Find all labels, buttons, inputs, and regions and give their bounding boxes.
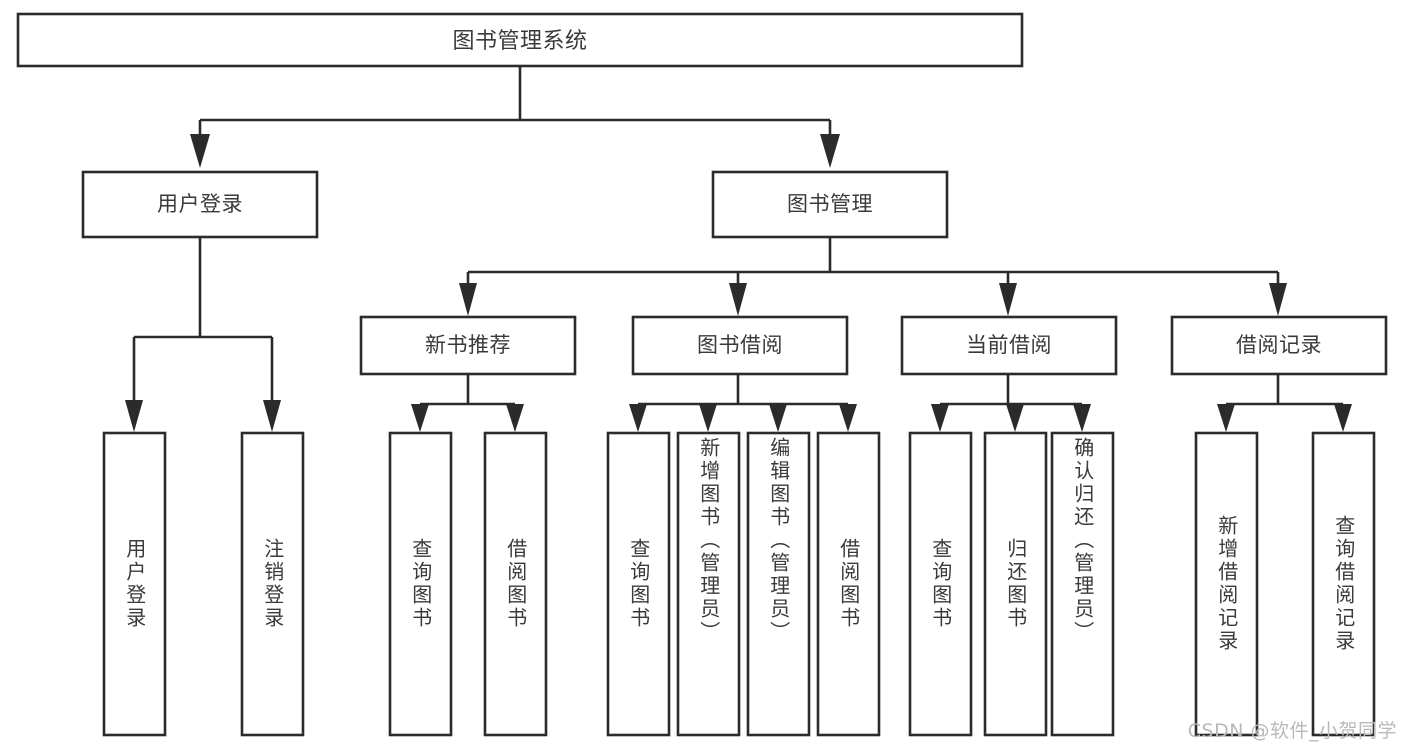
node-book-management-label: 图书管理 xyxy=(787,192,873,216)
leaf-box-return-book[interactable] xyxy=(983,431,1048,737)
node-root-system[interactable]: 图书管理系统 xyxy=(16,12,1024,68)
leaf-box-add-record[interactable] xyxy=(1194,431,1259,737)
arrow-head-leaf-borrow-book-2 xyxy=(839,404,857,432)
leaf-box-confirm-return[interactable] xyxy=(1050,431,1115,737)
node-new-book-recommend[interactable]: 新书推荐 xyxy=(359,315,577,376)
node-current-borrow-label: 当前借阅 xyxy=(966,333,1052,357)
arrow-head-leaf-return-book xyxy=(1006,404,1024,432)
connectors-group xyxy=(125,66,1352,432)
arrow-head-login xyxy=(190,134,210,168)
arrow-head-leaf-query-book-2 xyxy=(629,404,647,432)
node-borrow-records-label: 借阅记录 xyxy=(1236,333,1322,357)
arrow-head-leaf-confirm-return xyxy=(1073,404,1091,432)
node-book-borrow-label: 图书借阅 xyxy=(697,333,783,357)
node-borrow-records[interactable]: 借阅记录 xyxy=(1170,315,1388,376)
leaf-box-logout[interactable] xyxy=(240,431,305,737)
arrow-head-new-books xyxy=(459,283,477,316)
node-user-login[interactable]: 用户登录 xyxy=(81,170,319,239)
leaf-box-query-book-2[interactable] xyxy=(606,431,671,737)
arrow-head-leaf-edit-book xyxy=(769,404,787,432)
arrow-head-leaf-add-book xyxy=(699,404,717,432)
node-user-login-label: 用户登录 xyxy=(157,192,243,216)
arrow-head-current-borrow xyxy=(999,283,1017,316)
arrow-head-leaf-logout xyxy=(263,400,281,432)
node-book-management[interactable]: 图书管理 xyxy=(711,170,949,239)
arrow-head-leaf-borrow-book-1 xyxy=(506,404,524,432)
leaf-box-edit-book[interactable] xyxy=(746,431,811,737)
arrow-head-leaf-user-login xyxy=(125,400,143,432)
arrow-head-bookmgmt xyxy=(820,134,840,168)
leaf-box-borrow-book-2[interactable] xyxy=(816,431,881,737)
leaf-box-borrow-book-1[interactable] xyxy=(483,431,548,737)
leaf-box-query-record[interactable] xyxy=(1311,431,1376,737)
leaf-box-user-login[interactable] xyxy=(102,431,167,737)
node-new-book-recommend-label: 新书推荐 xyxy=(425,333,511,357)
arrow-head-borrow-records xyxy=(1269,283,1287,316)
node-book-borrow[interactable]: 图书借阅 xyxy=(631,315,849,376)
node-root-label: 图书管理系统 xyxy=(452,29,587,54)
arrow-head-leaf-query-record xyxy=(1334,404,1352,432)
arrow-head-leaf-query-book-1 xyxy=(411,404,429,432)
leaf-box-query-book-1[interactable] xyxy=(388,431,453,737)
node-current-borrow[interactable]: 当前借阅 xyxy=(900,315,1118,376)
arrow-head-book-borrow xyxy=(729,283,747,316)
arrow-head-leaf-add-record xyxy=(1217,404,1235,432)
leaf-box-query-book-3[interactable] xyxy=(908,431,973,737)
leaf-boxes-group xyxy=(102,431,1376,737)
arrow-head-leaf-query-book-3 xyxy=(931,404,949,432)
leaf-box-add-book[interactable] xyxy=(676,431,741,737)
